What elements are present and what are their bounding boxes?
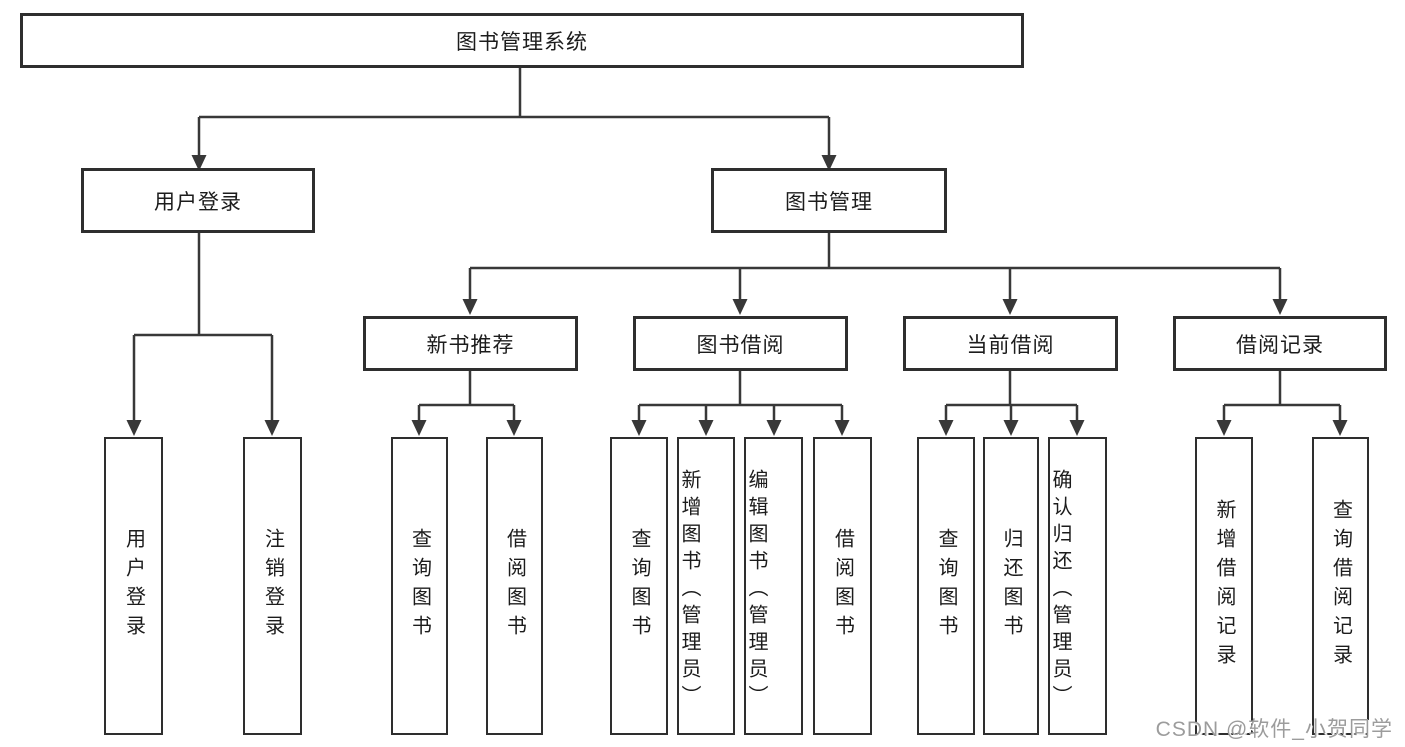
leaf-query-books-1-label: 查询图书 — [408, 528, 431, 644]
node-book-borrowing-label: 图书借阅 — [696, 333, 785, 357]
leaf-borrow-books-1-label: 借阅图书 — [503, 528, 526, 644]
leaf-confirm-return-admin: 确认归还（管理员） — [1048, 437, 1107, 735]
node-borrow-records-label: 借阅记录 — [1236, 333, 1324, 357]
leaf-borrow-books-2: 借阅图书 — [813, 437, 872, 735]
leaf-logout-label: 注销登录 — [261, 528, 284, 644]
node-new-book-recommend-label: 新书推荐 — [426, 333, 515, 357]
connector-lines — [132, 68, 1342, 423]
arrowheads — [126, 155, 1348, 436]
leaf-add-borrow-record: 新增借阅记录 — [1195, 437, 1253, 735]
leaf-add-books-admin-label: 新增图书（管理员） — [678, 468, 700, 712]
leaf-logout: 注销登录 — [243, 437, 302, 735]
leaf-query-borrow-record-label: 查询借阅记录 — [1329, 499, 1352, 673]
leaf-edit-books-admin-label: 编辑图书（管理员） — [745, 468, 767, 712]
leaf-edit-books-admin: 编辑图书（管理员） — [744, 437, 803, 735]
node-current-borrowing-label: 当前借阅 — [966, 333, 1055, 357]
leaf-query-books-1: 查询图书 — [391, 437, 448, 735]
leaf-borrow-books-2-label: 借阅图书 — [831, 528, 854, 644]
node-book-management-label: 图书管理 — [785, 190, 873, 214]
node-new-book-recommend: 新书推荐 — [363, 316, 578, 371]
leaf-add-books-admin: 新增图书（管理员） — [677, 437, 735, 735]
leaf-query-books-2-label: 查询图书 — [628, 528, 650, 644]
leaf-return-books-label: 归还图书 — [1000, 528, 1022, 644]
leaf-add-borrow-record-label: 新增借阅记录 — [1213, 499, 1235, 673]
node-book-borrowing: 图书借阅 — [633, 316, 848, 371]
leaf-confirm-return-admin-label: 确认归还（管理员） — [1049, 468, 1071, 712]
leaf-query-books-3-label: 查询图书 — [935, 528, 957, 644]
node-user-login: 用户登录 — [81, 168, 315, 233]
leaf-query-books-3: 查询图书 — [917, 437, 975, 735]
leaf-return-books: 归还图书 — [983, 437, 1039, 735]
csdn-watermark: CSDN @软件_小贺同学 — [1155, 718, 1393, 741]
leaf-user-login: 用户登录 — [104, 437, 163, 735]
node-book-management: 图书管理 — [711, 168, 947, 233]
leaf-user-login-label: 用户登录 — [122, 528, 145, 644]
leaf-borrow-books-1: 借阅图书 — [486, 437, 543, 735]
node-root-label: 图书管理系统 — [456, 30, 588, 54]
node-borrow-records: 借阅记录 — [1173, 316, 1387, 371]
node-current-borrowing: 当前借阅 — [903, 316, 1118, 371]
node-user-login-label: 用户登录 — [154, 190, 242, 214]
leaf-query-borrow-record: 查询借阅记录 — [1312, 437, 1369, 735]
leaf-query-books-2: 查询图书 — [610, 437, 668, 735]
node-root-system: 图书管理系统 — [20, 13, 1024, 68]
